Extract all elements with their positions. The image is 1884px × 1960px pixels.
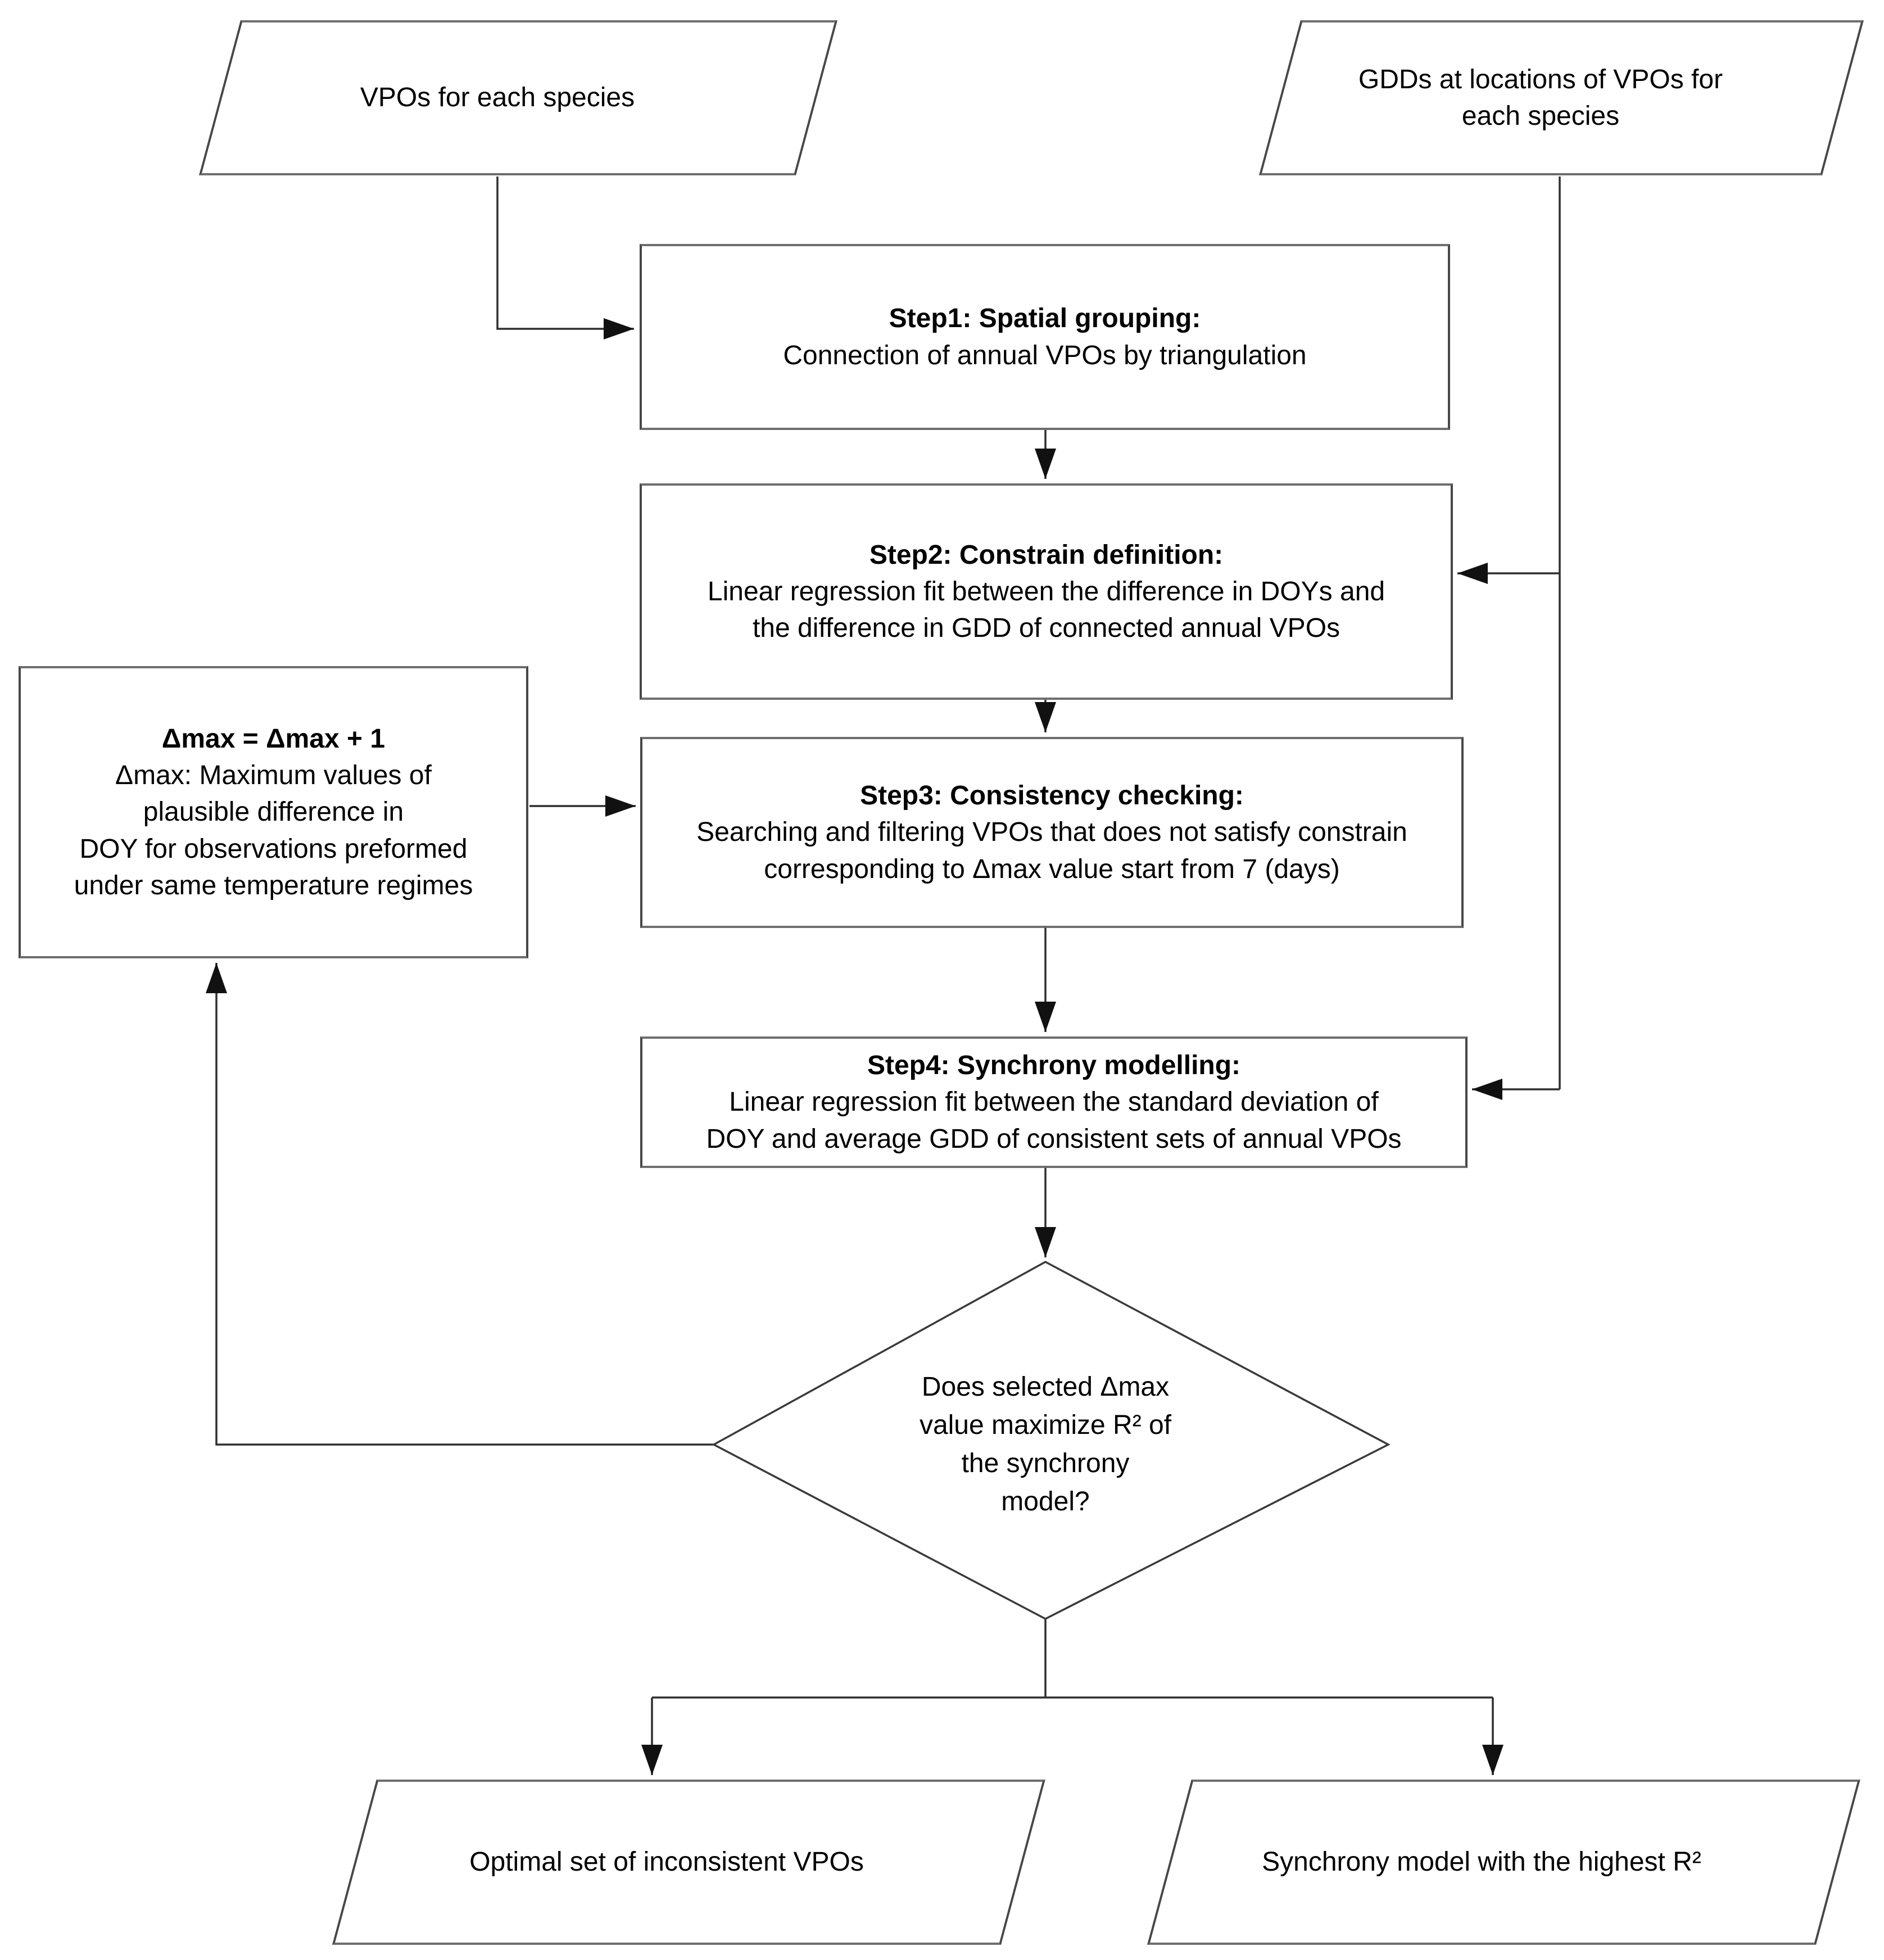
output-synchrony: Synchrony model with the highest R² <box>1147 1780 1860 1945</box>
input-vpos: VPOs for each species <box>199 20 837 175</box>
output-inconsistent-label: Optimal set of inconsistent VPOs <box>469 1847 864 1877</box>
step3-box: Step3: Consistency checking: Searching a… <box>640 737 1464 928</box>
input-gdds-label: GDDs at locations of VPOs for each speci… <box>1358 64 1723 131</box>
step4-body: Linear regression fit between the standa… <box>706 1087 1402 1154</box>
loopbox-title: Δmax = Δmax + 1 <box>161 723 386 754</box>
step1-body: Connection of annual VPOs by triangulati… <box>783 340 1307 370</box>
step1-box: Step1: Spatial grouping: Connection of a… <box>640 244 1450 430</box>
step2-box: Step2: Constrain definition: Linear regr… <box>640 483 1453 700</box>
step4-box: Step4: Synchrony modelling: Linear regre… <box>640 1036 1468 1168</box>
loopbox: Δmax = Δmax + 1 Δmax: Maximum values of … <box>19 666 528 958</box>
input-gdds: GDDs at locations of VPOs for each speci… <box>1259 20 1864 175</box>
step4-title: Step4: Synchrony modelling: <box>867 1051 1241 1081</box>
decision-question: Does selected Δmax value maximize R² of … <box>919 1371 1172 1517</box>
output-synchrony-label: Synchrony model with the highest R² <box>1262 1847 1701 1877</box>
input-vpos-label: VPOs for each species <box>360 83 635 113</box>
arrow-vpos-to-step1 <box>496 176 634 340</box>
step2-body: Linear regression fit between the differ… <box>707 576 1385 644</box>
step1-title: Step1: Spatial grouping: <box>889 304 1201 334</box>
loopbox-body: Δmax: Maximum values of plausible differ… <box>74 761 473 900</box>
step3-body: Searching and filtering VPOs that does n… <box>696 817 1407 884</box>
output-inconsistent: Optimal set of inconsistent VPOs <box>332 1780 1045 1945</box>
step2-title: Step2: Constrain definition: <box>869 540 1224 570</box>
step3-title: Step3: Consistency checking: <box>860 781 1244 811</box>
decision-diamond-shape <box>712 1261 1391 1620</box>
arrow-decision-to-loopbox <box>206 963 714 1446</box>
